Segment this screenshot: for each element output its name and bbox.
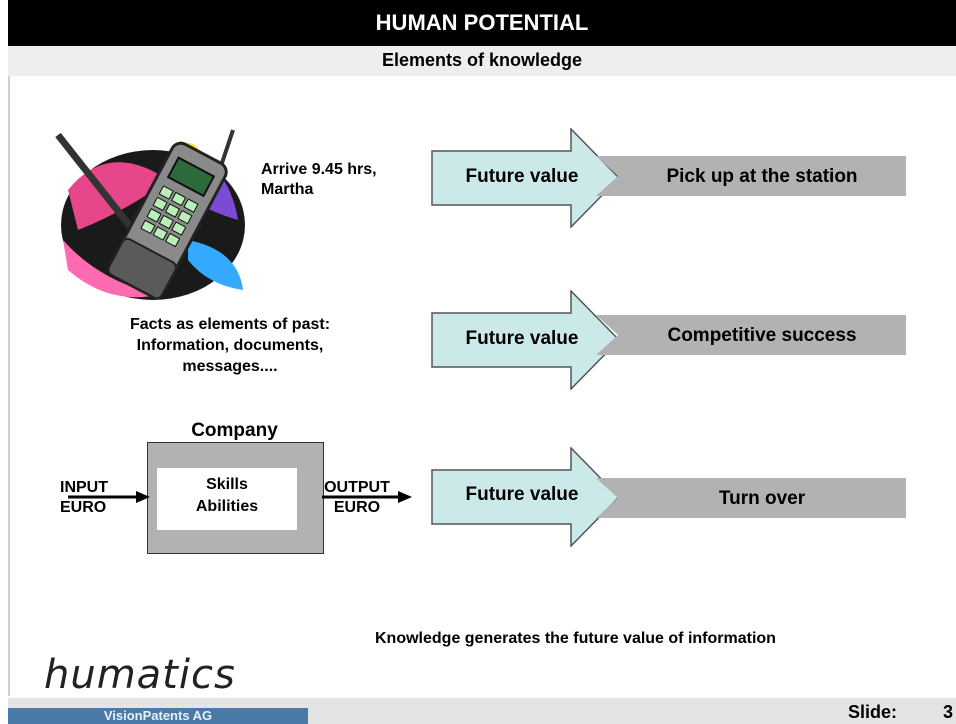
facts-line3: messages.... [182, 358, 278, 375]
input-label-line2: EURO [60, 499, 107, 516]
future-value-label-2: Future value [465, 328, 579, 349]
humatics-logo: humatics [44, 652, 236, 698]
slide-label: Slide: [848, 702, 898, 722]
phone-note-line2: Martha [261, 181, 314, 198]
result-2: Competitive success [667, 325, 857, 346]
output-label-line2: EURO [333, 499, 381, 516]
input-label-line1: INPUT [60, 479, 108, 496]
skills-box: Skills Abilities [157, 468, 297, 530]
result-shape-1 [596, 156, 906, 196]
future-value-arrow-3 [431, 447, 621, 547]
footer-company: VisionPatents AG [8, 708, 308, 724]
input-label: INPUT EURO [60, 478, 108, 518]
future-value-arrow-1 [431, 128, 621, 228]
phone-keypad [140, 185, 199, 248]
abilities-label: Abilities [195, 498, 259, 515]
future-value-arrow-2 [431, 290, 621, 390]
result-shape-2 [596, 315, 906, 355]
result-3: Turn over [718, 488, 806, 509]
left-divider [8, 76, 10, 696]
clipart-antenna [55, 132, 136, 233]
conclusion-text: Knowledge generates the future value of … [375, 630, 776, 647]
slide-subtitle: Elements of knowledge [8, 46, 956, 76]
result-shape-3 [596, 478, 906, 518]
slide-title: HUMAN POTENTIAL [8, 0, 956, 46]
clipart-splash-magenta [63, 240, 158, 298]
phone-flip [107, 237, 177, 300]
clipart-splash-blue [188, 240, 243, 290]
phone-screen [166, 156, 216, 198]
facts-line2: Information, documents, [136, 337, 324, 354]
facts-text: Facts as elements of past: Information, … [88, 314, 372, 377]
result-1: Pick up at the station [666, 166, 858, 187]
input-arrow [68, 491, 150, 503]
phone-note-line1: Arrive 9.45 hrs, [261, 161, 377, 178]
skills-label: Skills [206, 476, 248, 493]
future-value-label-1: Future value [465, 166, 579, 187]
output-label-line1: OUTPUT [324, 479, 390, 496]
phone-note: Arrive 9.45 hrs, Martha [261, 160, 377, 200]
slide-number: 3 [943, 702, 954, 722]
future-value-label-3: Future value [465, 484, 579, 505]
cellphone-clipart [55, 129, 245, 300]
output-arrow [322, 491, 412, 503]
company-title: Company [191, 420, 278, 441]
facts-line1: Facts as elements of past: [129, 316, 331, 333]
output-label: OUTPUT EURO [312, 478, 402, 518]
